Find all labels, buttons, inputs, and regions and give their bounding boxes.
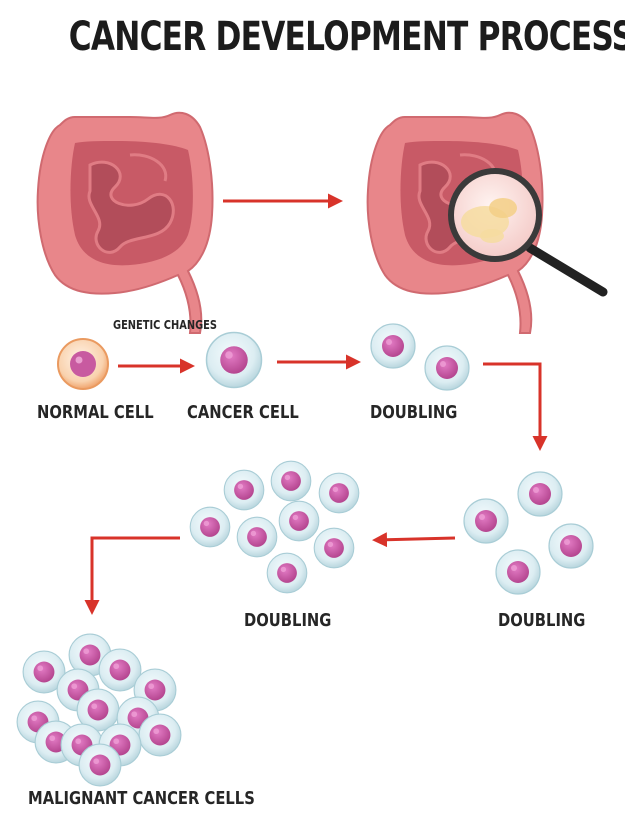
doubling-label-2: DOUBLING	[498, 610, 586, 631]
malignant-cluster	[16, 633, 182, 787]
doubling-label-3: DOUBLING	[244, 610, 332, 631]
page-title: CANCER DEVELOPMENT PROCESS	[68, 14, 625, 60]
doubling-label-1: DOUBLING	[370, 402, 458, 423]
arrow-doubling-left	[372, 532, 456, 548]
cancer-cell-label: CANCER CELL	[187, 402, 299, 423]
magnifying-glass-icon	[448, 168, 608, 297]
cancer-cell-icon	[205, 331, 263, 389]
doubling-cells-2	[370, 323, 470, 391]
genetic-changes-label: GENETIC CHANGES	[113, 318, 217, 332]
normal-cell-icon	[57, 338, 109, 390]
doubling-cells-8	[189, 460, 360, 594]
intestine-icon	[36, 111, 215, 335]
arrow-doubling-down	[483, 362, 548, 451]
malignant-label: MALIGNANT CANCER CELLS	[28, 788, 255, 809]
arrow-to-malignant	[84, 536, 180, 615]
doubling-cells-4	[463, 471, 594, 595]
normal-cell-label: NORMAL CELL	[37, 402, 154, 423]
